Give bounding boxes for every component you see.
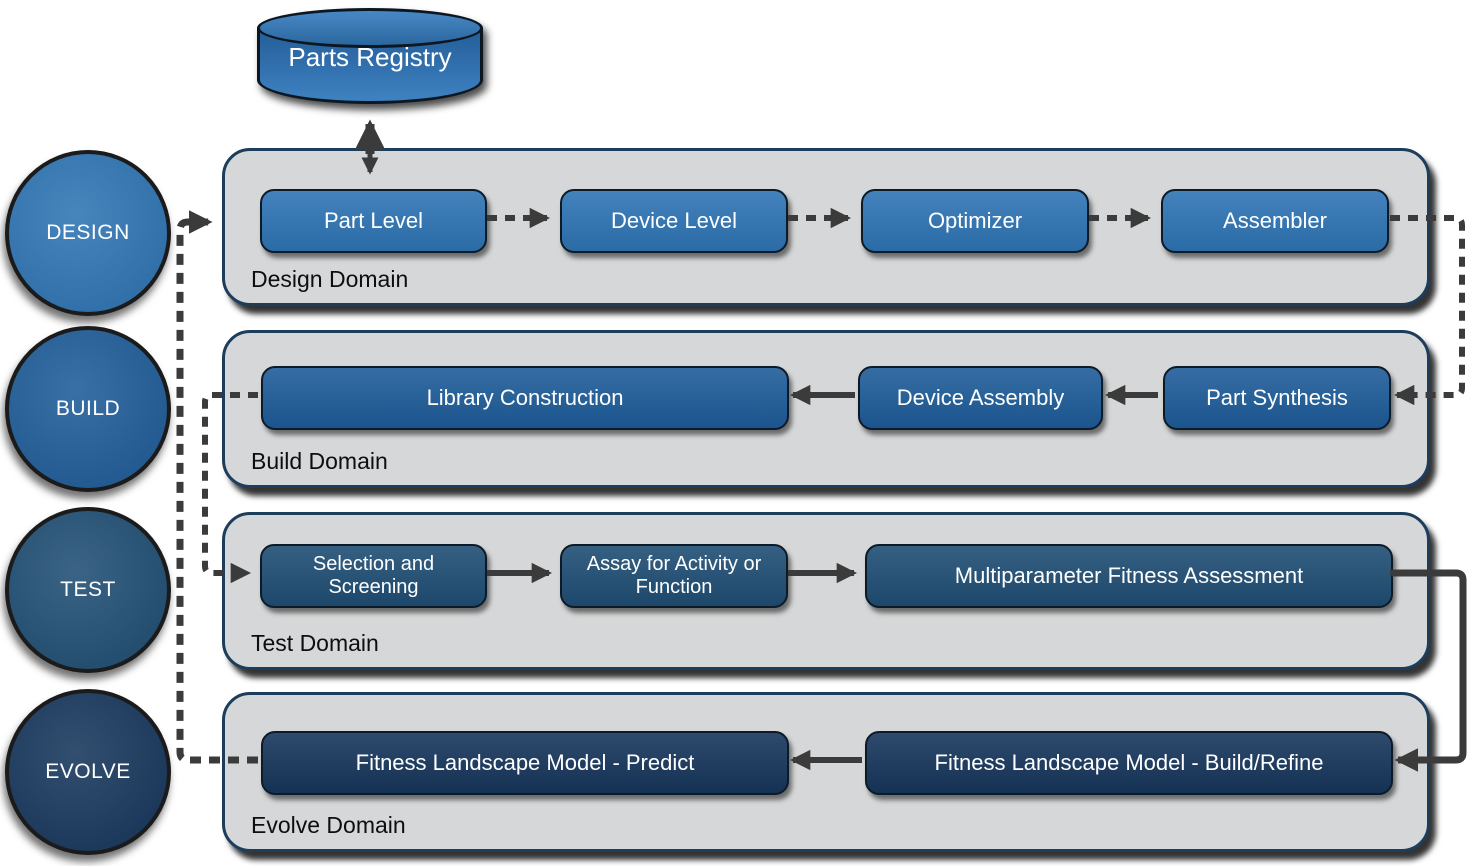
box-library-construction: Library Construction <box>261 366 789 430</box>
box-flm-predict-label: Fitness Landscape Model - Predict <box>355 750 695 776</box>
box-assembler-label: Assembler <box>1223 208 1327 234</box>
domain-test-label: Test Domain <box>251 630 379 656</box>
box-device-assembly-label: Device Assembly <box>896 385 1065 411</box>
domain-design-label: Design Domain <box>251 266 409 292</box>
box-assembler: Assembler <box>1161 189 1389 253</box>
domain-evolve: Fitness Landscape Model - Predict Fitnes… <box>222 692 1430 852</box>
box-part-synthesis: Part Synthesis <box>1163 366 1391 430</box>
domain-design: Part Level Device Level Optimizer Assemb… <box>222 148 1430 306</box>
cycle-node-evolve: EVOLVE <box>5 689 171 855</box>
domain-evolve-label: Evolve Domain <box>251 812 406 838</box>
box-multiparameter-fitness: Multiparameter Fitness Assessment <box>865 544 1393 608</box>
box-multiparameter-fitness-label: Multiparameter Fitness Assessment <box>954 563 1304 589</box>
box-library-construction-label: Library Construction <box>426 385 624 411</box>
cycle-node-test-label: TEST <box>60 578 116 601</box>
cycle-node-test: TEST <box>5 507 171 673</box>
box-assay-activity: Assay for Activity or Function <box>560 544 788 608</box>
box-part-level: Part Level <box>260 189 487 253</box>
cycle-node-evolve-label: EVOLVE <box>45 760 131 783</box>
cylinder-top-ellipse <box>257 8 483 48</box>
cycle-node-design-label: DESIGN <box>46 221 130 244</box>
domain-build-label: Build Domain <box>251 448 388 474</box>
box-selection-screening: Selection and Screening <box>260 544 487 608</box>
box-assay-activity-label: Assay for Activity or Function <box>586 553 762 598</box>
cycle-node-design: DESIGN <box>5 150 171 316</box>
box-device-level-label: Device Level <box>611 208 737 234</box>
parts-registry-label: Parts Registry <box>288 42 452 72</box>
box-part-synthesis-label: Part Synthesis <box>1206 385 1348 411</box>
box-optimizer: Optimizer <box>861 189 1089 253</box>
box-selection-screening-label: Selection and Screening <box>312 553 435 598</box>
box-device-level: Device Level <box>560 189 788 253</box>
cycle-node-build-label: BUILD <box>55 397 121 420</box>
parts-registry-cylinder: Parts Registry <box>257 8 483 104</box>
box-optimizer-label: Optimizer <box>927 208 1023 234</box>
box-part-level-label: Part Level <box>323 208 424 234</box>
box-flm-predict: Fitness Landscape Model - Predict <box>261 731 789 795</box>
domain-test: Selection and Screening Assay for Activi… <box>222 512 1430 670</box>
box-device-assembly: Device Assembly <box>858 366 1103 430</box>
box-flm-build-refine-label: Fitness Landscape Model - Build/Refine <box>934 750 1324 776</box>
cycle-node-build: BUILD <box>5 326 171 492</box>
domain-build: Library Construction Device Assembly Par… <box>222 330 1430 488</box>
box-flm-build-refine: Fitness Landscape Model - Build/Refine <box>865 731 1393 795</box>
